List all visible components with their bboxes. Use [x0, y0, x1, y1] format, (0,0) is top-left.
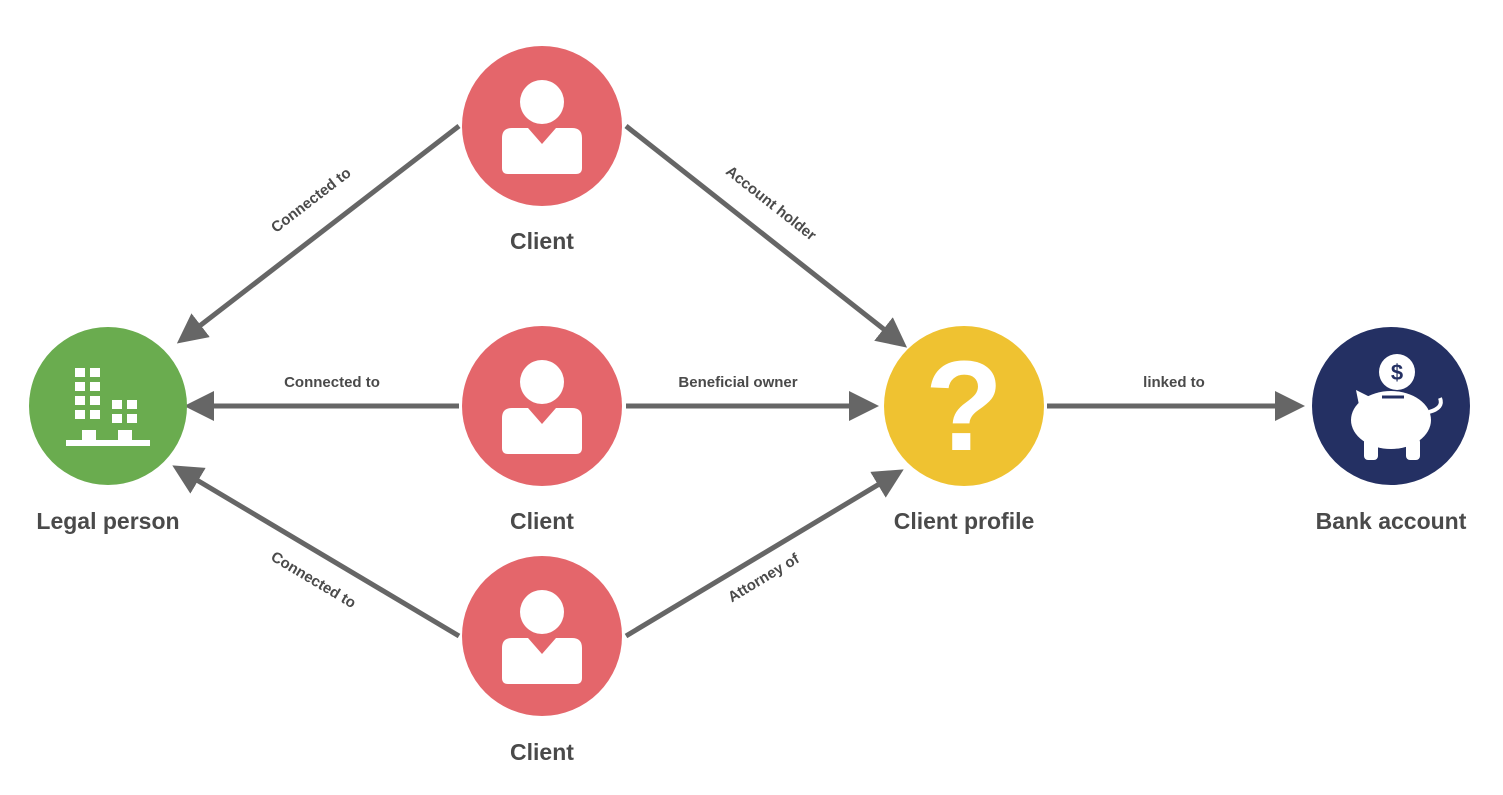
edge-label-linked-to: linked to: [1143, 374, 1205, 391]
edge-middle-to-legal: Connected to: [183, 374, 459, 421]
node-label-legal-person: Legal person: [36, 508, 179, 534]
node-bank-account[interactable]: $ Bank account: [1312, 327, 1470, 534]
node-label-client-top: Client: [510, 228, 574, 254]
edge-top-to-profile: Account holder: [624, 124, 908, 348]
node-client-top[interactable]: Client: [462, 46, 622, 254]
client-circle: [462, 46, 622, 206]
question-mark-icon: ?: [925, 335, 1003, 478]
edge-top-to-legal: Connected to: [176, 124, 461, 344]
node-label-client-bottom: Client: [510, 739, 574, 765]
edge-label-attorney-of: Attorney of: [725, 550, 803, 606]
edge-bottom-to-legal: Connected to: [172, 465, 461, 639]
node-label-client-middle: Client: [510, 508, 574, 534]
legal-person-circle: [29, 327, 187, 485]
edge-label-connected-to-middle: Connected to: [284, 374, 380, 391]
client-circle: [462, 326, 622, 486]
node-label-bank-account: Bank account: [1316, 508, 1467, 534]
edge-middle-to-profile: Beneficial owner: [626, 374, 880, 421]
building-icon: [66, 368, 150, 446]
edge-label-connected-to-top: Connected to: [268, 164, 354, 236]
node-legal-person[interactable]: Legal person: [29, 327, 187, 534]
client-circle: [462, 556, 622, 716]
edge-label-account-holder: Account holder: [722, 163, 819, 245]
edge-label-connected-to-bottom: Connected to: [268, 548, 359, 612]
client-profile-circle: [884, 326, 1044, 486]
dollar-sign-icon: $: [1391, 360, 1403, 385]
edge-bottom-to-profile: Attorney of: [624, 469, 904, 639]
node-client-profile[interactable]: ? Client profile: [884, 326, 1044, 534]
node-label-client-profile: Client profile: [894, 508, 1035, 534]
edge-label-beneficial-owner: Beneficial owner: [678, 374, 797, 391]
node-client-bottom[interactable]: Client: [462, 556, 622, 765]
piggy-bank-icon: $: [1351, 354, 1443, 460]
node-client-middle[interactable]: Client: [462, 326, 622, 534]
edge-profile-to-bank: linked to: [1047, 374, 1306, 421]
